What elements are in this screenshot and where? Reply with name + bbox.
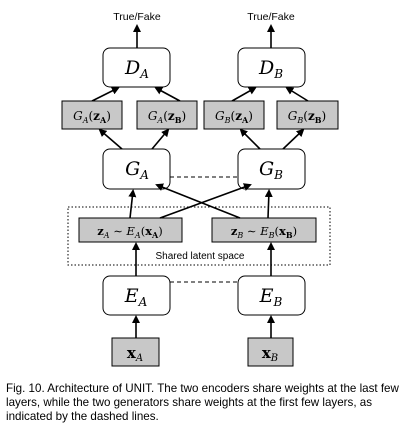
svg-text:xA: xA bbox=[127, 344, 143, 364]
arrow-zb-to-gb bbox=[264, 189, 273, 219]
svg-text:zA ∼ EA(xA): zA ∼ EA(xA) bbox=[97, 224, 163, 240]
arrow-gb-zb-to-db bbox=[285, 86, 309, 102]
arrow-za-to-ga bbox=[128, 189, 137, 219]
svg-text:GB(zB): GB(zB) bbox=[288, 109, 326, 125]
generator-b: GB bbox=[237, 148, 306, 190]
encoder-b: EB bbox=[237, 275, 306, 316]
svg-text:zB ∼ EB(xB): zB ∼ EB(xB) bbox=[231, 224, 297, 240]
input-a: xA bbox=[111, 337, 160, 367]
output-label-b: True/Fake bbox=[247, 11, 295, 23]
arrow-ga-za-to-da bbox=[91, 87, 120, 102]
arrow-ga-zb-to-da bbox=[154, 87, 181, 102]
generator-output-gb-zb: GB(zB) bbox=[276, 100, 339, 130]
generator-a: GA bbox=[102, 148, 171, 190]
arrow-zb-to-ga bbox=[155, 183, 241, 219]
shared-latent-space-box bbox=[67, 206, 331, 266]
figure-caption: Fig. 10. Architecture of UNIT. The two e… bbox=[6, 382, 399, 423]
output-label-a: True/Fake bbox=[113, 11, 161, 23]
svg-text:GA(zA): GA(zA) bbox=[73, 109, 111, 125]
arrow-za-to-gb bbox=[159, 183, 252, 219]
generator-output-ga-zb: GA(zB) bbox=[136, 100, 198, 130]
unit-architecture-diagram: True/Fake True/Fake DA DB GA(zA) GA(zB) bbox=[61, 11, 339, 367]
arrow-ga-to-out-zb bbox=[151, 128, 170, 150]
generator-output-ga-za: GA(zA) bbox=[61, 100, 123, 130]
latent-code-a: zA ∼ EA(xA) bbox=[78, 217, 183, 243]
discriminator-b: DB bbox=[237, 47, 306, 88]
input-b: xB bbox=[247, 337, 294, 367]
encoder-a: EA bbox=[102, 275, 171, 316]
svg-text:GA(zB): GA(zB) bbox=[148, 109, 186, 125]
arrow-gb-to-out-zb bbox=[282, 128, 305, 150]
shared-latent-space-label: Shared latent space bbox=[156, 251, 245, 262]
discriminator-a: DA bbox=[102, 47, 171, 88]
svg-text:GB(zA): GB(zA) bbox=[215, 109, 253, 125]
generator-output-gb-za: GB(zA) bbox=[203, 100, 265, 130]
arrow-ga-to-out-za bbox=[98, 128, 123, 150]
svg-text:xB: xB bbox=[262, 344, 278, 364]
arrow-gb-to-out-za bbox=[239, 128, 261, 150]
arrow-gb-za-to-db bbox=[231, 87, 257, 102]
latent-code-b: zB ∼ EB(xB) bbox=[211, 217, 317, 243]
